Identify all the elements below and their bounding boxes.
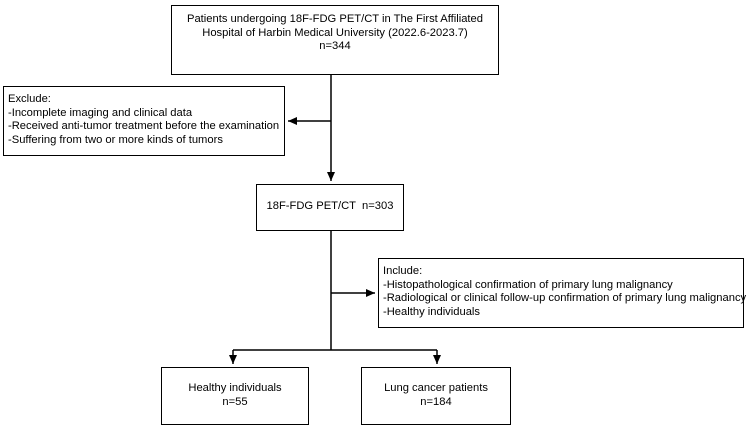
source-population-box: Patients undergoing 18F-FDG PET/CT in Th… bbox=[171, 5, 499, 75]
source-count: n=344 bbox=[319, 40, 351, 53]
include-item-2: -Radiological or clinical follow-up conf… bbox=[383, 292, 747, 305]
cancer-label: Lung cancer patients bbox=[384, 382, 488, 394]
exclude-item-1: -Incomplete imaging and clinical data bbox=[8, 106, 193, 119]
inclusion-criteria-box: Include: -Histopathological confirmation… bbox=[378, 258, 747, 328]
exclusion-criteria-box: Exclude: -Incomplete imaging and clinica… bbox=[3, 86, 285, 156]
healthy-individuals-box: Healthy individuals n=55 bbox=[161, 367, 309, 425]
healthy-label: Healthy individuals bbox=[188, 382, 282, 394]
exclude-heading: Exclude: bbox=[8, 93, 51, 105]
cancer-count: n=184 bbox=[420, 395, 452, 408]
exclude-item-3: -Suffering from two or more kinds of tum… bbox=[8, 133, 223, 146]
source-line-2: Hospital of Harbin Medical University (2… bbox=[202, 26, 468, 39]
lung-cancer-box: Lung cancer patients n=184 bbox=[361, 367, 511, 425]
include-heading: Include: bbox=[383, 265, 423, 277]
pet-ct-label: 18F-FDG PET/CT n=303 bbox=[266, 200, 394, 212]
source-line-1: Patients undergoing 18F-FDG PET/CT in Th… bbox=[187, 13, 483, 25]
exclude-item-2: -Received anti-tumor treatment before th… bbox=[8, 120, 280, 133]
healthy-count: n=55 bbox=[222, 395, 248, 408]
pet-ct-box: 18F-FDG PET/CT n=303 bbox=[256, 184, 404, 231]
include-item-3: -Healthy individuals bbox=[383, 305, 481, 318]
include-item-1: -Histopathological confirmation of prima… bbox=[383, 278, 673, 291]
